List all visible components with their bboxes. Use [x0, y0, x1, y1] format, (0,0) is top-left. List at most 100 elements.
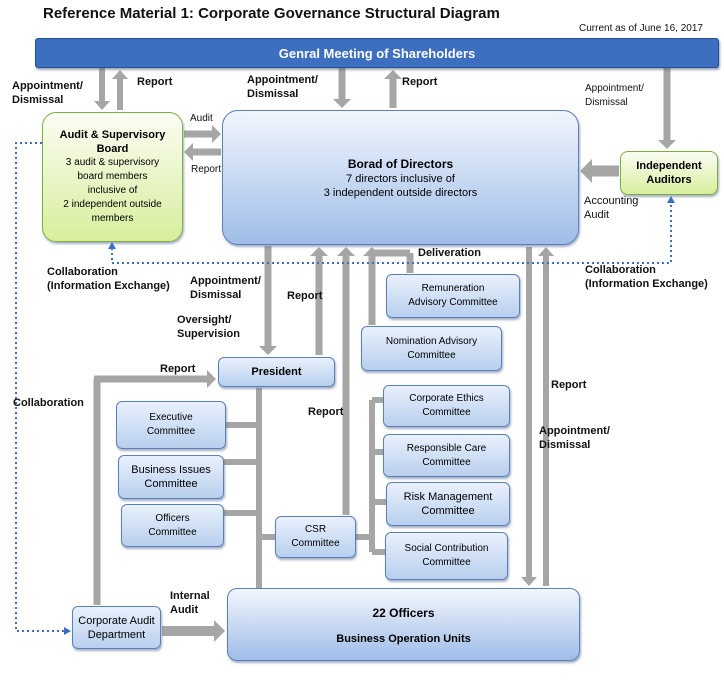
- officers-committee-line-2: Committee: [148, 526, 197, 538]
- dotted-collaboration-line: [15, 142, 65, 632]
- independent-auditors-line-2: Auditors: [646, 174, 692, 186]
- audit-board-line-5: members: [91, 213, 134, 224]
- csr-line-2: Committee: [291, 538, 340, 549]
- officers-line-2: Business Operation Units: [336, 632, 471, 645]
- label-collaboration: Collaboration: [13, 397, 84, 409]
- arrow-shareholders-to-board-head: [333, 99, 351, 108]
- executive-committee-box: Executive Committee: [116, 401, 226, 449]
- responsible-care-committee-box: Responsible Care Committee: [383, 434, 510, 477]
- label-appointment-dismissal-left: Appointment/ Dismissal: [12, 80, 83, 106]
- label-appointment-dismissal-officers: Appointment/ Dismissal: [539, 425, 610, 451]
- label-internal-audit: Internal Audit: [170, 590, 210, 616]
- audit-board-line-4: 2 independent outside: [63, 199, 162, 210]
- responsible-care-line-2: Committee: [422, 456, 471, 468]
- social-line-1: Social Contribution: [404, 543, 489, 554]
- dotted-collaboration-arrowhead: [64, 627, 71, 635]
- ethics-line-2: Committee: [422, 407, 471, 418]
- arrow-shareholders-to-auditors-head: [658, 140, 676, 149]
- audit-board-title-1: Audit & Supervisory: [59, 129, 166, 141]
- arrow-officers-to-board-head: [538, 247, 554, 256]
- dotted-info-exchange-arrowhead-left: [108, 242, 116, 249]
- president-label: President: [251, 366, 302, 378]
- arrow-internal-audit-head: [214, 620, 225, 642]
- remuneration-line-1: Remuneration: [421, 283, 485, 294]
- president-box: President: [218, 357, 335, 387]
- board-of-directors-box: Borad of Directors 7 directors inclusive…: [222, 110, 579, 245]
- label-deliveration: Deliveration: [418, 247, 481, 259]
- dotted-info-exchange-line: [111, 202, 672, 264]
- arrow-board-to-audit-head: [184, 143, 193, 161]
- arrow-board-to-president-head: [259, 346, 277, 355]
- nomination-line-1: Nomination Advisory: [385, 335, 478, 347]
- label-report-top: Report: [402, 76, 438, 88]
- arrow-audit-to-board-head: [212, 125, 221, 143]
- label-report-to-president: Report: [160, 363, 196, 375]
- label-appointment-dismissal-president: Appointment/ Dismissal: [190, 275, 261, 301]
- responsible-care-line-1: Responsible Care: [406, 442, 487, 454]
- social-contribution-committee-box: Social Contribution Committee: [385, 532, 508, 580]
- arrow-president-to-board-head: [310, 247, 328, 256]
- audit-board-line-1: 3 audit & supervisory: [65, 157, 160, 168]
- label-appointment-dismissal-right: Appointment/ Dismissal: [585, 83, 644, 108]
- label-report-csr: Report: [308, 406, 344, 418]
- nomination-committee-box: Nomination Advisory Committee: [361, 326, 502, 371]
- board-line-1: 7 directors inclusive of: [346, 172, 455, 185]
- arrow-shareholders-to-audit-board-head: [94, 101, 110, 110]
- audit-board-line-3: inclusive of: [87, 185, 138, 196]
- label-report-president: Report: [287, 290, 323, 302]
- audit-board-line-2: board members: [77, 171, 148, 182]
- as-of-date: Current as of June 16, 2017: [579, 23, 703, 34]
- label-accounting-audit: Accounting Audit: [584, 195, 639, 221]
- audit-board-title-2: Board: [96, 143, 129, 155]
- remuneration-committee-box: Remuneration Advisory Committee: [386, 274, 520, 318]
- arrow-board-to-shareholders-head: [384, 70, 402, 79]
- board-line-2: 3 independent outside directors: [323, 186, 478, 199]
- nomination-line-2: Committee: [407, 349, 456, 361]
- audit-supervisory-board-box: Audit & Supervisory Board 3 audit & supe…: [42, 112, 183, 242]
- social-line-2: Committee: [422, 557, 471, 568]
- label-collaboration-right: Collaboration (Information Exchange): [585, 264, 708, 290]
- ethics-line-1: Corporate Ethics: [409, 393, 484, 404]
- csr-line-1: CSR: [304, 524, 327, 535]
- arrow-accounting-audit-head: [580, 159, 592, 183]
- label-audit: Audit: [190, 113, 213, 124]
- label-collaboration-left: Collaboration (Information Exchange): [47, 266, 170, 292]
- arrow-board-to-officers-head: [521, 577, 537, 586]
- executive-line-2: Committee: [146, 426, 196, 437]
- arrow-csr-to-board-head: [337, 247, 355, 256]
- arrow-nomination-to-board-head: [363, 247, 381, 256]
- dotted-info-exchange-arrowhead-right: [667, 196, 675, 203]
- label-report-right: Report: [551, 379, 587, 391]
- executive-line-1: Executive: [149, 412, 193, 423]
- risk-management-committee-box: Risk Management Committee: [386, 482, 510, 526]
- diagram-title: Reference Material 1: Corporate Governan…: [43, 5, 500, 22]
- label-report-left: Report: [137, 76, 173, 88]
- board-title: Borad of Directors: [347, 156, 454, 171]
- csr-committee-box: CSR Committee: [275, 516, 356, 558]
- label-oversight-supervision: Oversight/ Supervision: [177, 314, 240, 340]
- business-issues-line-2: Committee: [144, 478, 198, 490]
- independent-auditors-line-1: Independent: [636, 160, 702, 172]
- business-issues-line-1: Business Issues: [131, 464, 211, 476]
- label-appointment-dismissal-top: Appointment/ Dismissal: [247, 74, 318, 100]
- officers-line-1: 22 Officers: [372, 605, 435, 620]
- independent-auditors-box: Independent Auditors: [620, 151, 718, 195]
- arrow-audit-board-to-shareholders-head: [112, 70, 128, 79]
- shareholders-meeting-bar: Genral Meeting of Shareholders: [35, 38, 719, 68]
- business-issues-committee-box: Business Issues Committee: [118, 455, 224, 499]
- risk-line-2: Committee: [421, 505, 475, 517]
- officers-committee-line-1: Officers: [155, 512, 190, 524]
- corporate-ethics-committee-box: Corporate Ethics Committee: [383, 385, 510, 427]
- risk-line-1: Risk Management: [403, 491, 493, 503]
- arrow-audit-report-to-president-head: [207, 370, 216, 388]
- shareholders-meeting-label: Genral Meeting of Shareholders: [278, 45, 476, 61]
- remuneration-line-2: Advisory Committee: [408, 297, 498, 308]
- officers-committee-box: Officers Committee: [121, 504, 224, 547]
- officers-business-units-box: 22 Officers Business Operation Units: [227, 588, 580, 661]
- label-report-audit: Report: [191, 164, 222, 175]
- corporate-audit-line-1: Corporate Audit: [78, 614, 155, 627]
- corporate-audit-line-2: Department: [87, 628, 146, 641]
- corporate-audit-department-box: Corporate Audit Department: [72, 606, 161, 649]
